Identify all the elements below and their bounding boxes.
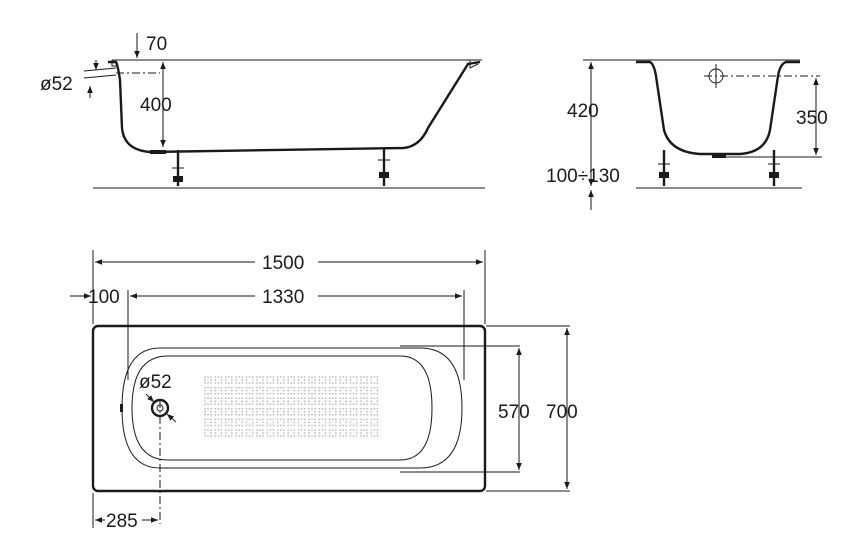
side-leg-right bbox=[378, 148, 390, 186]
overflow-pipe bbox=[83, 67, 117, 79]
dim-400-label: 400 bbox=[140, 95, 172, 116]
dim-285-label: 285 bbox=[106, 511, 138, 532]
dim-420-label: 420 bbox=[567, 101, 599, 122]
anti-slip-dot-pattern bbox=[204, 376, 379, 437]
dim-1330-label: 1330 bbox=[262, 287, 304, 308]
side-view: 70 ø52 400 bbox=[40, 33, 485, 189]
end-leg-right bbox=[768, 150, 780, 186]
tub-inner-rim bbox=[121, 347, 463, 469]
end-overflow-target bbox=[704, 64, 820, 88]
side-leg-left bbox=[150, 150, 184, 186]
dim-1500-label: 1500 bbox=[262, 253, 304, 274]
dim-700-label: 700 bbox=[546, 402, 578, 423]
plan-drain-diameter-label: ø52 bbox=[139, 372, 172, 393]
plan-drain bbox=[145, 393, 177, 524]
side-drain-diameter-label: ø52 bbox=[40, 74, 73, 95]
dim-570-label: 570 bbox=[498, 402, 530, 423]
dim-70-label: 70 bbox=[146, 34, 167, 55]
tub-outline bbox=[91, 324, 487, 493]
end-view: 420 100÷130 350 bbox=[546, 59, 828, 210]
tub-side-profile bbox=[108, 60, 481, 154]
tub-basin bbox=[131, 355, 433, 461]
dim-350-label: 350 bbox=[796, 108, 828, 129]
dim-100-label: 100 bbox=[88, 287, 120, 308]
end-leg-left bbox=[658, 150, 670, 186]
plan-view: ø52 1500 100 1330 570 700 285 bbox=[70, 250, 578, 532]
dim-leg-range-label: 100÷130 bbox=[546, 166, 620, 187]
